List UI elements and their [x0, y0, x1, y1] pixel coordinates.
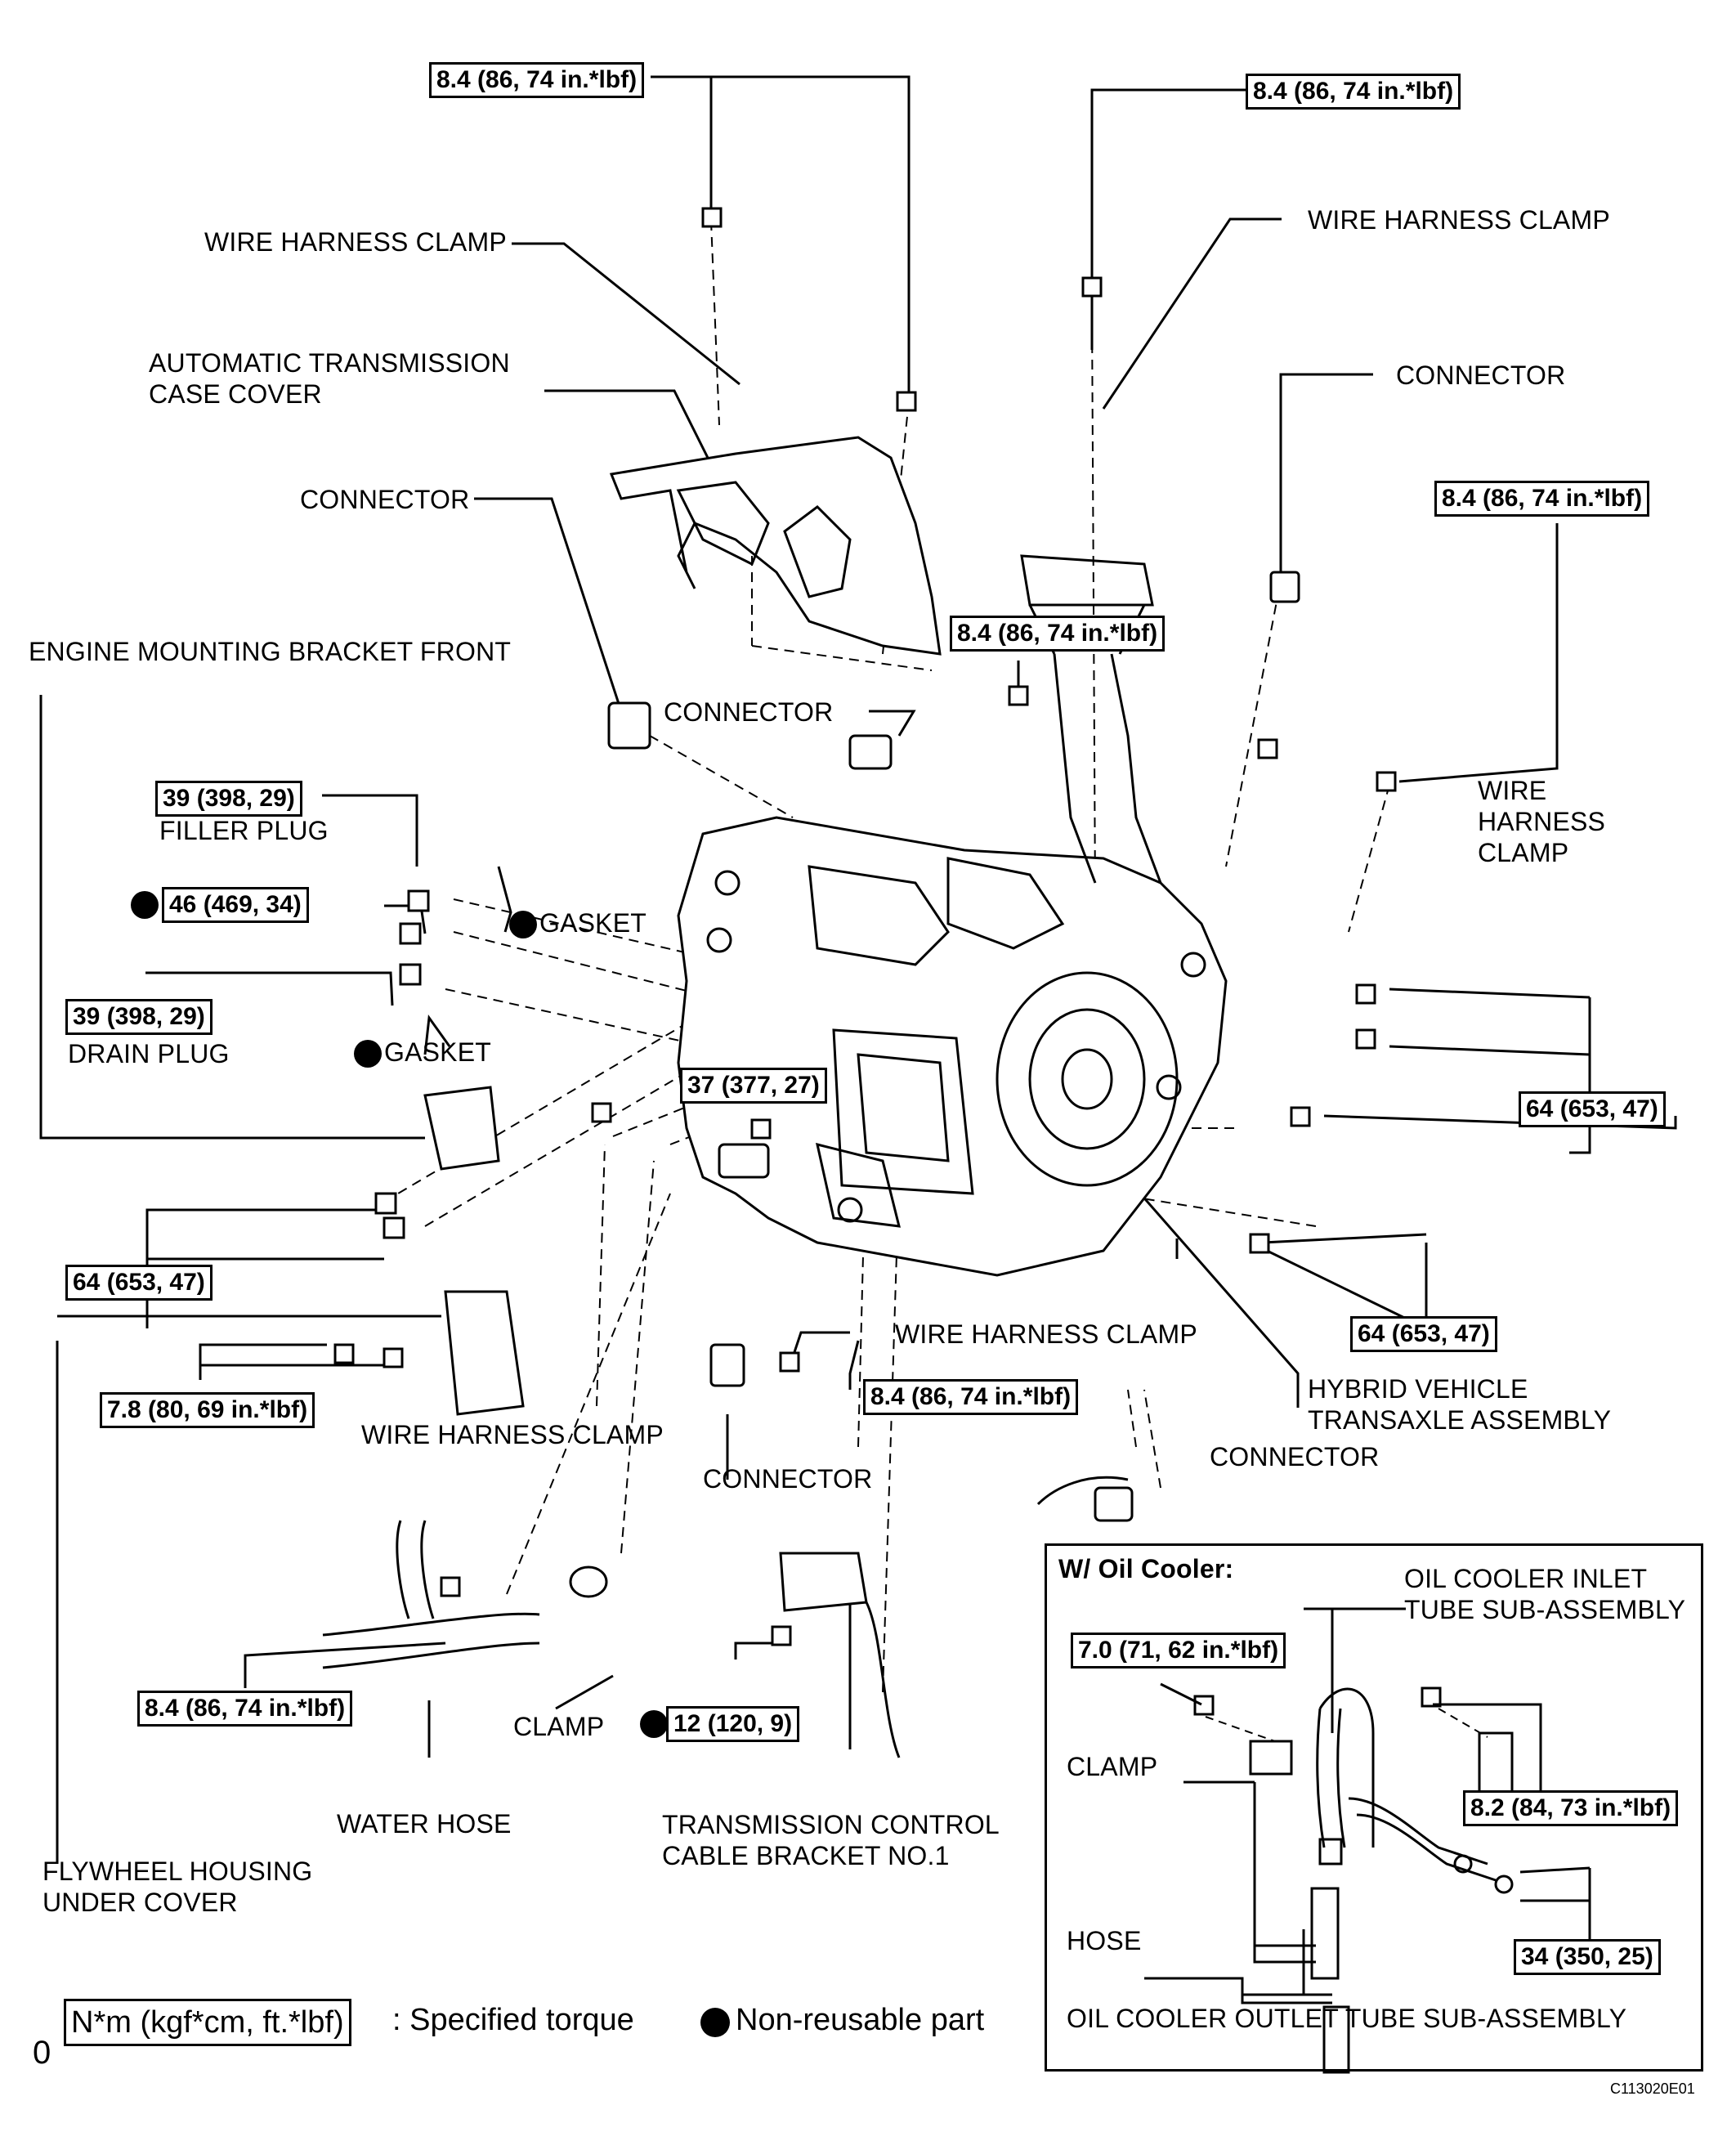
- torque-label-top-left: 8.4 (86, 74 in.*lbf): [429, 62, 645, 98]
- label-connector-lower-center: CONNECTOR: [703, 1464, 873, 1494]
- legend-torque-box: N*m (kgf*cm, ft.*lbf): [64, 1999, 351, 2046]
- label-engine-mounting-bracket-front: ENGINE MOUNTING BRACKET FRONT: [29, 637, 512, 666]
- label-gasket-1: GASKET: [539, 908, 647, 938]
- torque-label-64-right: 64 (653, 47): [1519, 1091, 1666, 1127]
- torque-label-filler-plug: 39 (398, 29): [155, 781, 302, 817]
- label-wire-harness-clamp-2: WIRE HARNESS CLAMP: [1308, 205, 1610, 235]
- torque-label-64-left: 64 (653, 47): [65, 1265, 213, 1301]
- nonreusable-dot-gasket-2: [354, 1040, 382, 1068]
- label-connector-top-right: CONNECTOR: [1396, 361, 1566, 390]
- label-clamp: CLAMP: [513, 1712, 605, 1741]
- label-hybrid-vehicle-transaxle: HYBRID VEHICLE TRANSAXLE ASSEMBLY: [1308, 1374, 1612, 1435]
- torque-label-34: 34 (350, 25): [1514, 1939, 1661, 1975]
- page-mark: 0: [33, 2035, 51, 2071]
- label-drain-plug: DRAIN PLUG: [68, 1039, 230, 1068]
- nonreusable-dot-12: [640, 1710, 668, 1738]
- legend-nonreusable-dot: [700, 2008, 730, 2037]
- torque-label-37: 37 (377, 27): [680, 1068, 827, 1104]
- figure-code: C113020E01: [1610, 2081, 1695, 2097]
- label-atc-case-cover: AUTOMATIC TRANSMISSION CASE COVER: [149, 348, 510, 409]
- torque-label-center: 8.4 (86, 74 in.*lbf): [950, 616, 1166, 652]
- torque-label-top-right: 8.4 (86, 74 in.*lbf): [1246, 74, 1461, 110]
- label-wire-harness-clamp-left-lower: WIRE HARNESS CLAMP: [361, 1420, 664, 1449]
- torque-label-46: 46 (469, 34): [162, 887, 309, 923]
- label-wire-harness-clamp-right: WIRE HARNESS CLAMP: [1478, 776, 1606, 867]
- label-flywheel-housing: FLYWHEEL HOUSING UNDER COVER: [43, 1857, 313, 1917]
- label-connector-left: CONNECTOR: [300, 485, 470, 514]
- label-wire-harness-clamp-lower: WIRE HARNESS CLAMP: [895, 1319, 1197, 1349]
- torque-label-drain-plug: 39 (398, 29): [65, 999, 213, 1035]
- label-wire-harness-clamp-1: WIRE HARNESS CLAMP: [204, 227, 507, 257]
- nonreusable-dot-gasket-1: [509, 911, 537, 938]
- torque-label-lower-center: 8.4 (86, 74 in.*lbf): [863, 1379, 1079, 1415]
- torque-label-8-2: 8.2 (84, 73 in.*lbf): [1463, 1790, 1679, 1826]
- torque-label-64-lower-right: 64 (653, 47): [1350, 1316, 1497, 1352]
- label-water-hose: WATER HOSE: [337, 1809, 512, 1839]
- label-gasket-2: GASKET: [384, 1037, 492, 1067]
- torque-label-right-upper: 8.4 (86, 74 in.*lbf): [1434, 481, 1650, 517]
- label-oil-cooler-inlet-tube: OIL COOLER INLET TUBE SUB-ASSEMBLY: [1404, 1564, 1686, 1624]
- label-inset-clamp: CLAMP: [1067, 1752, 1158, 1781]
- torque-label-12: 12 (120, 9): [666, 1706, 800, 1742]
- torque-label-water-hose: 8.4 (86, 74 in.*lbf): [137, 1691, 353, 1727]
- legend-torque-text: : Specified torque: [392, 2003, 634, 2037]
- label-connector-center: CONNECTOR: [664, 697, 834, 727]
- label-tcc-bracket: TRANSMISSION CONTROL CABLE BRACKET NO.1: [662, 1810, 1000, 1870]
- label-filler-plug: FILLER PLUG: [159, 816, 329, 845]
- oil-cooler-inset: [1045, 1543, 1703, 2072]
- torque-label-7-8: 7.8 (80, 69 in.*lbf): [100, 1392, 315, 1428]
- torque-label-7-0: 7.0 (71, 62 in.*lbf): [1071, 1633, 1286, 1668]
- inset-title: W/ Oil Cooler:: [1058, 1554, 1234, 1583]
- legend-nonreusable-text: Non-reusable part: [736, 2003, 985, 2037]
- label-connector-lower-right: CONNECTOR: [1210, 1442, 1380, 1471]
- label-oil-cooler-outlet-tube: OIL COOLER OUTLET TUBE SUB-ASSEMBLY: [1067, 2004, 1627, 2033]
- label-inset-hose: HOSE: [1067, 1926, 1142, 1955]
- nonreusable-dot-46: [131, 891, 159, 919]
